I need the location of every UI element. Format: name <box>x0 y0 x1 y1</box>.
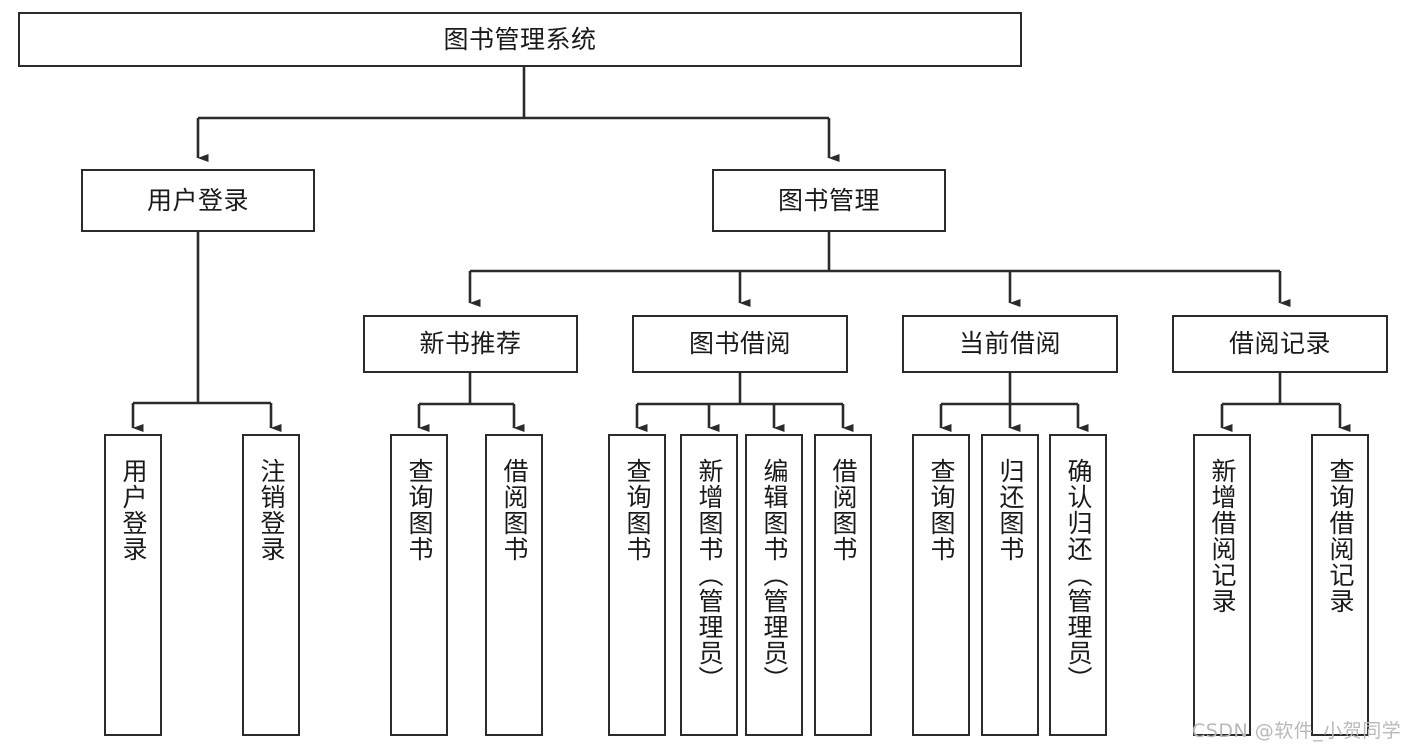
node-borrow-records-label: 借阅记录 <box>1228 329 1331 359</box>
node-book-borrow-label: 图书借阅 <box>688 329 791 359</box>
leaf-confirm-return-admin-label: 确认归还（管理员） <box>1064 458 1093 692</box>
leaf-borrow-books-recommend-label: 借阅图书 <box>500 458 529 562</box>
node-new-book-recommend[interactable]: 新书推荐 <box>363 315 578 373</box>
leaf-query-books-current[interactable]: 查询图书 <box>912 434 970 736</box>
leaf-logout[interactable]: 注销登录 <box>242 434 300 736</box>
leaf-edit-book-admin[interactable]: 编辑图书（管理员） <box>745 434 803 736</box>
leaf-confirm-return-admin[interactable]: 确认归还（管理员） <box>1049 434 1107 736</box>
leaf-query-books-borrow[interactable]: 查询图书 <box>608 434 666 736</box>
leaf-logout-label: 注销登录 <box>257 458 286 562</box>
csdn-watermark: CSDN @软件_小贺同学 <box>1192 720 1402 742</box>
node-new-book-recommend-label: 新书推荐 <box>419 329 522 359</box>
node-user-login-label: 用户登录 <box>146 185 249 215</box>
leaf-borrow-books-recommend[interactable]: 借阅图书 <box>485 434 543 736</box>
leaf-return-books[interactable]: 归还图书 <box>981 434 1039 736</box>
leaf-borrow-books[interactable]: 借阅图书 <box>814 434 872 736</box>
node-current-borrow-label: 当前借阅 <box>958 329 1061 359</box>
leaf-add-borrow-record-label: 新增借阅记录 <box>1208 458 1237 614</box>
leaf-query-borrow-record-label: 查询借阅记录 <box>1326 458 1355 614</box>
leaf-edit-book-admin-label: 编辑图书（管理员） <box>760 458 789 692</box>
leaf-add-book-admin[interactable]: 新增图书（管理员） <box>680 434 738 736</box>
leaf-query-books-current-label: 查询图书 <box>927 458 956 562</box>
node-user-login[interactable]: 用户登录 <box>81 169 315 232</box>
leaf-user-login[interactable]: 用户登录 <box>104 434 162 736</box>
leaf-query-books-recommend-label: 查询图书 <box>405 458 434 562</box>
leaf-user-login-label: 用户登录 <box>119 458 148 562</box>
leaf-add-borrow-record[interactable]: 新增借阅记录 <box>1193 434 1251 736</box>
node-book-borrow[interactable]: 图书借阅 <box>632 315 848 373</box>
node-borrow-records[interactable]: 借阅记录 <box>1172 315 1388 373</box>
leaf-return-books-label: 归还图书 <box>996 458 1025 562</box>
leaf-borrow-books-label: 借阅图书 <box>829 458 858 562</box>
leaf-add-book-admin-label: 新增图书（管理员） <box>695 458 724 692</box>
leaf-query-borrow-record[interactable]: 查询借阅记录 <box>1311 434 1369 736</box>
leaf-query-books-recommend[interactable]: 查询图书 <box>390 434 448 736</box>
node-current-borrow[interactable]: 当前借阅 <box>902 315 1118 373</box>
node-root-label: 图书管理系统 <box>443 24 597 54</box>
node-book-management-label: 图书管理 <box>777 185 880 215</box>
leaf-query-books-borrow-label: 查询图书 <box>623 458 652 562</box>
node-root[interactable]: 图书管理系统 <box>18 12 1022 67</box>
node-book-management[interactable]: 图书管理 <box>712 169 946 232</box>
